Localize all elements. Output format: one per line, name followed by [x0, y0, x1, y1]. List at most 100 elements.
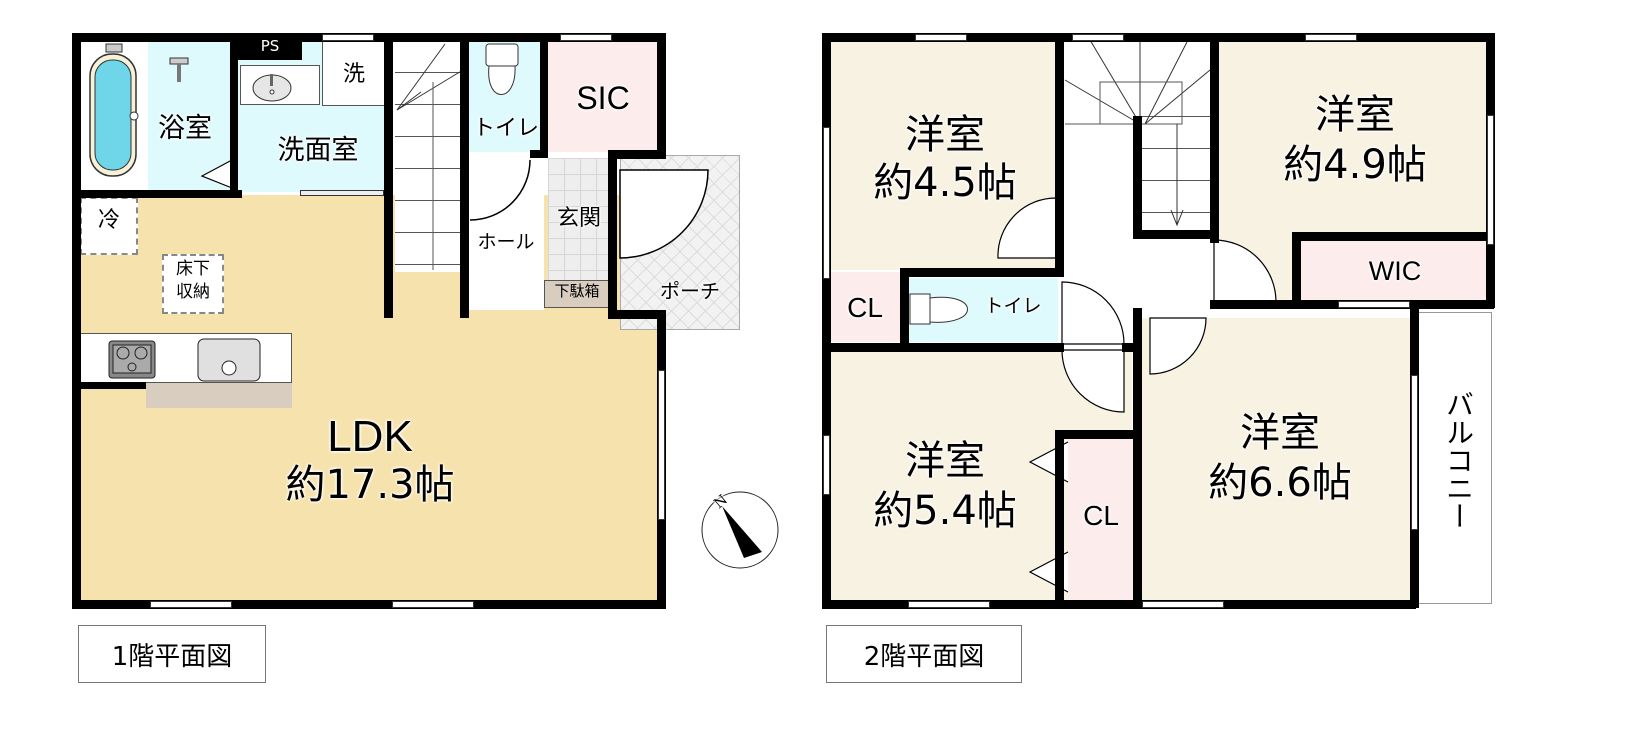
hall-label: ホール [477, 231, 535, 253]
room-se-size: 約6.6帖 [1208, 460, 1352, 506]
wall [1133, 308, 1142, 608]
wall [822, 600, 1416, 609]
sic-storage [548, 40, 658, 152]
door-toilet-floor-2 [1061, 281, 1125, 345]
wall [1210, 33, 1219, 243]
window [1338, 301, 1410, 308]
window [1072, 34, 1124, 41]
toilet-icon [485, 43, 519, 95]
window [908, 601, 990, 608]
closet-2 [1068, 436, 1134, 600]
washer-label: 洗 [342, 62, 365, 87]
shoe-box [544, 280, 610, 308]
window [1305, 34, 1357, 41]
hall [468, 158, 544, 310]
stairs-landing [1065, 40, 1211, 116]
stairs-floor-1 [395, 40, 463, 272]
window [1142, 601, 1224, 608]
wic-label: WIC [1368, 256, 1422, 286]
room-se [1142, 318, 1414, 600]
bath-label: 浴室 [158, 113, 212, 144]
window [658, 370, 665, 520]
underfloor-storage-label-1: 床下 [176, 259, 210, 279]
wall [608, 150, 666, 159]
entrance-floor [548, 158, 610, 280]
ps-label: PS [260, 37, 280, 55]
window [915, 34, 967, 41]
wall [900, 268, 909, 350]
door-room-sw [1061, 349, 1125, 413]
floor-1-caption: 1階平面図 [78, 625, 266, 683]
ldk-size-label: 約17.3帖 [285, 462, 455, 508]
wall [1133, 230, 1218, 239]
wall [608, 310, 666, 319]
stair-fan-lines-floor-2 [1064, 39, 1211, 227]
floor-2-caption: 2階平面図 [826, 625, 1022, 683]
window [823, 435, 830, 495]
door-room-se [1149, 317, 1207, 375]
shoe-box-label: 下駄箱 [554, 282, 600, 300]
window [1487, 115, 1494, 245]
door-hall-to-toilet [469, 159, 531, 221]
stair-turn-lines-floor-1 [396, 43, 464, 270]
entrance-label: 玄関 [556, 206, 601, 231]
wall [1055, 430, 1141, 439]
window [150, 601, 232, 608]
window [392, 601, 474, 608]
window [322, 34, 374, 41]
wall [72, 600, 666, 609]
stairs-floor-2 [1142, 116, 1210, 232]
wall [460, 33, 469, 318]
wic-room [1300, 240, 1490, 305]
window [823, 127, 830, 279]
shower-icon [169, 57, 189, 82]
wall [608, 150, 617, 318]
toilet-label-floor-2: トイレ [984, 295, 1042, 317]
room-sw-name: 洋室 [905, 438, 985, 484]
wall [384, 33, 393, 318]
wall [822, 33, 1494, 42]
front-door-arc [619, 169, 709, 259]
wall [900, 268, 1064, 277]
kitchen-sink-icon [197, 338, 261, 382]
compass-icon [701, 491, 779, 569]
room-sw-size: 約5.4帖 [873, 488, 1017, 534]
wall [230, 38, 302, 60]
bathtub-icon [89, 43, 139, 177]
washroom-label: 洗面室 [277, 135, 359, 166]
toilet-label-floor-1: トイレ [472, 116, 539, 141]
closet-2-label: CL [1083, 500, 1119, 531]
underfloor-storage-label-2: 収納 [176, 282, 210, 302]
wall [1133, 116, 1142, 238]
room-ne-size: 約4.9帖 [1283, 142, 1427, 188]
fridge-label: 冷 [97, 208, 120, 233]
porch-label: ポーチ [660, 279, 720, 303]
washbasin-icon [252, 74, 292, 102]
wall [72, 382, 146, 389]
room-ne-name: 洋室 [1315, 92, 1395, 138]
wall [530, 150, 548, 158]
window [560, 34, 612, 41]
window [1411, 375, 1418, 530]
ldk-name-label: LDK [327, 412, 413, 461]
room-se-name: 洋室 [1240, 410, 1320, 456]
wall [1122, 343, 1142, 352]
closet-1-label: CL [847, 292, 883, 323]
stove-icon [108, 340, 156, 379]
sic-label: SIC [576, 80, 630, 116]
wall [822, 343, 1064, 352]
balcony [1418, 312, 1492, 604]
wall [540, 33, 548, 158]
wall [1055, 430, 1064, 608]
wall [230, 33, 238, 198]
closet-1 [830, 272, 900, 342]
balcony-label: バルコニー [1442, 390, 1475, 530]
washer-space [322, 40, 386, 106]
door-room-ne [1213, 239, 1277, 303]
toilet-icon-floor-2 [909, 293, 968, 325]
wall [1292, 232, 1301, 308]
kitchen-backsplash [146, 383, 292, 408]
room-nw-size: 約4.5帖 [873, 160, 1017, 206]
wall [822, 33, 831, 609]
room-nw-name: 洋室 [905, 112, 985, 158]
